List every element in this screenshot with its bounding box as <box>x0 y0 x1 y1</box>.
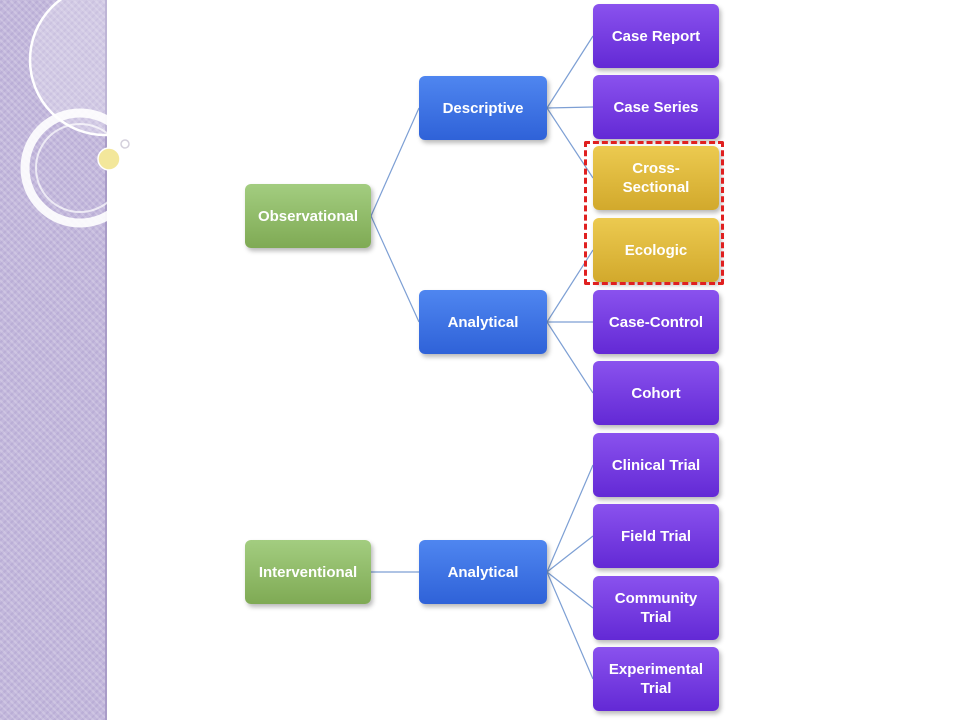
node-observational-analytical: Analytical <box>419 290 547 354</box>
node-cross-sectional: Cross- Sectional <box>593 146 719 210</box>
node-ecologic: Ecologic <box>593 218 719 282</box>
connector-trial-clinical <box>546 464 594 573</box>
connector-observational-descriptive <box>370 107 420 217</box>
node-experimental-trial: Experimental Trial <box>593 647 719 711</box>
node-field-trial: Field Trial <box>593 504 719 568</box>
node-descriptive: Descriptive <box>419 76 547 140</box>
node-clinical-trial: Clinical Trial <box>593 433 719 497</box>
connector-observational-analytical <box>370 215 420 323</box>
decorative-dot-small <box>120 139 130 149</box>
connector-trial-experimental <box>546 571 594 680</box>
highlight-dashed-box <box>584 141 724 285</box>
node-case-series: Case Series <box>593 75 719 139</box>
node-case-report: Case Report <box>593 4 719 68</box>
connector-descriptive-case-report <box>546 35 594 109</box>
sidebar-panel <box>0 0 107 720</box>
node-interventional: Interventional <box>245 540 371 604</box>
node-observational: Observational <box>245 184 371 248</box>
connector-analytical-cohort <box>546 321 594 394</box>
node-community-trial: Community Trial <box>593 576 719 640</box>
connector-descriptive-case-series <box>546 106 594 109</box>
connector-trial-community <box>546 571 594 609</box>
node-case-control: Case-Control <box>593 290 719 354</box>
node-cohort: Cohort <box>593 361 719 425</box>
node-interventional-analytical: Analytical <box>419 540 547 604</box>
connector-trial-field <box>546 535 594 573</box>
